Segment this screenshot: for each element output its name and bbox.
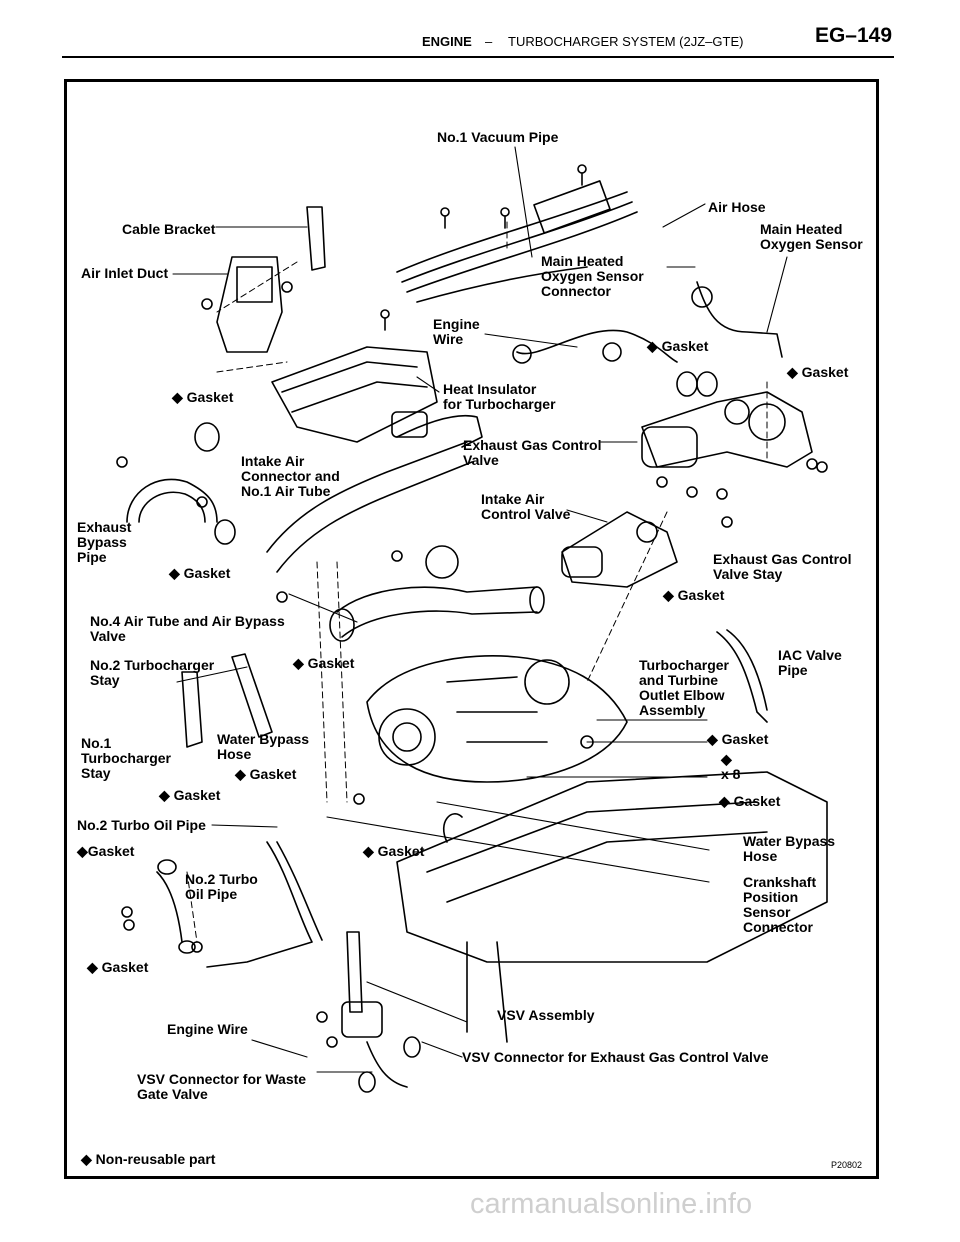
- turbocharger-stays-drawing: [181, 653, 273, 748]
- label-crankshaft-sensor-connector: Crankshaft Position Sensor Connector: [743, 874, 817, 935]
- leader-lines: [172, 146, 788, 1073]
- label-gasket-right: ◆ Gasket: [787, 364, 849, 380]
- label-engine-wire-bottom: Engine Wire: [167, 1021, 248, 1037]
- label-gasket-heat-insulator: ◆ Gasket: [172, 389, 234, 405]
- label-heat-insulator: Heat Insulator for Turbocharger: [443, 381, 556, 412]
- figure-id: P20802: [830, 1160, 862, 1170]
- label-engine-wire-top: Engine Wire: [433, 316, 480, 347]
- label-gasket-mid: ◆ Gasket: [293, 655, 355, 671]
- label-gasket-elbow: ◆ Gasket: [707, 731, 769, 747]
- fastener-drawings: [116, 164, 828, 1048]
- label-no2-turbocharger-stay: No.2 Turbocharger Stay: [90, 657, 215, 688]
- label-gasket-bypass: ◆ Gasket: [169, 565, 231, 581]
- oil-pipe-drawing: [156, 841, 323, 968]
- label-gasket-water-bypass: ◆ Gasket: [235, 766, 297, 782]
- label-vsv-connector-exhaust: VSV Connector for Exhaust Gas Control Va…: [462, 1049, 769, 1065]
- section-subtitle: TURBOCHARGER SYSTEM (2JZ–GTE): [508, 34, 744, 49]
- page-header: ENGINE – TURBOCHARGER SYSTEM (2JZ–GTE) E…: [0, 0, 960, 64]
- exhaust-gas-control-valve-drawing: [641, 391, 813, 468]
- engine-block-drawing: [396, 771, 828, 1043]
- page-number: EG–149: [814, 24, 892, 47]
- diagram-frame: No.1 Vacuum Pipe Air Hose Main Heated Ox…: [64, 79, 879, 1179]
- label-nut-x8: ◆ x 8: [721, 751, 741, 782]
- air-inlet-duct-drawing: [216, 206, 326, 353]
- label-intake-air-connector: Intake Air Connector and No.1 Air Tube: [241, 453, 340, 499]
- label-gasket-engine-wire: ◆ Gasket: [647, 338, 709, 354]
- watermark: carmanualsonline.info: [470, 1188, 753, 1220]
- intake-air-connector-drawing: [266, 411, 483, 573]
- label-water-bypass-hose-left: Water Bypass Hose: [217, 731, 310, 762]
- header-separator: –: [485, 34, 493, 49]
- engine-wire-drawing: [512, 281, 783, 397]
- iac-valve-pipe-drawing: [716, 629, 768, 723]
- turbocharger-drawing: [366, 655, 628, 783]
- label-gasket-oil-left: ◆Gasket: [77, 843, 135, 859]
- label-gasket-bottom-left: ◆ Gasket: [87, 959, 149, 975]
- label-air-inlet-duct: Air Inlet Duct: [81, 265, 169, 281]
- label-main-heated-oxygen-sensor: Main Heated Oxygen Sensor: [760, 221, 863, 252]
- label-gasket-oil-center: ◆ Gasket: [363, 843, 425, 859]
- label-no1-turbocharger-stay: No.1 Turbocharger Stay: [81, 735, 171, 781]
- label-no2-turbo-oil-pipe-top: No.2 Turbo Oil Pipe: [77, 817, 206, 833]
- label-water-bypass-hose-right: Water Bypass Hose: [743, 833, 836, 864]
- label-oxygen-sensor-connector: Main Heated Oxygen Sensor Connector: [541, 253, 644, 299]
- section-title: ENGINE: [422, 34, 472, 49]
- intake-air-control-valve-drawing: [561, 511, 678, 588]
- label-air-hose: Air Hose: [708, 199, 766, 215]
- label-no2-turbo-oil-pipe: No.2 Turbo Oil Pipe: [185, 871, 258, 902]
- label-iac-valve-pipe: IAC Valve Pipe: [778, 647, 842, 678]
- label-intake-air-control-valve: Intake Air Control Valve: [481, 491, 571, 522]
- label-exhaust-gas-control-valve: Exhaust Gas Control Valve: [463, 437, 602, 468]
- label-no4-air-tube: No.4 Air Tube and Air Bypass Valve: [90, 613, 285, 644]
- label-gasket-stay: ◆ Gasket: [663, 587, 725, 603]
- label-gasket-lower-right: ◆ Gasket: [719, 793, 781, 809]
- exhaust-bypass-pipe-drawing: [126, 422, 236, 545]
- label-cable-bracket: Cable Bracket: [122, 221, 216, 237]
- label-vsv-connector-waste-gate: VSV Connector for Waste Gate Valve: [137, 1071, 307, 1102]
- label-no1-vacuum-pipe: No.1 Vacuum Pipe: [437, 129, 559, 145]
- vacuum-pipe-drawing: [396, 180, 638, 303]
- heat-insulator-drawing: [271, 346, 438, 443]
- vsv-assembly-drawing: [341, 931, 421, 1093]
- label-turbocharger-assembly: Turbocharger and Turbine Outlet Elbow As…: [639, 657, 729, 718]
- legend-non-reusable: ◆ Non-reusable part: [81, 1151, 216, 1167]
- header-rule: [62, 56, 894, 58]
- label-exhaust-bypass-pipe: Exhaust Bypass Pipe: [77, 519, 132, 565]
- no4-air-tube-drawing: [329, 545, 545, 642]
- label-vsv-assembly: VSV Assembly: [497, 1007, 595, 1023]
- label-gasket-left-oil: ◆ Gasket: [159, 787, 221, 803]
- label-exhaust-gas-control-valve-stay: Exhaust Gas Control Valve Stay: [713, 551, 852, 582]
- exploded-view-drawing: [116, 146, 828, 1093]
